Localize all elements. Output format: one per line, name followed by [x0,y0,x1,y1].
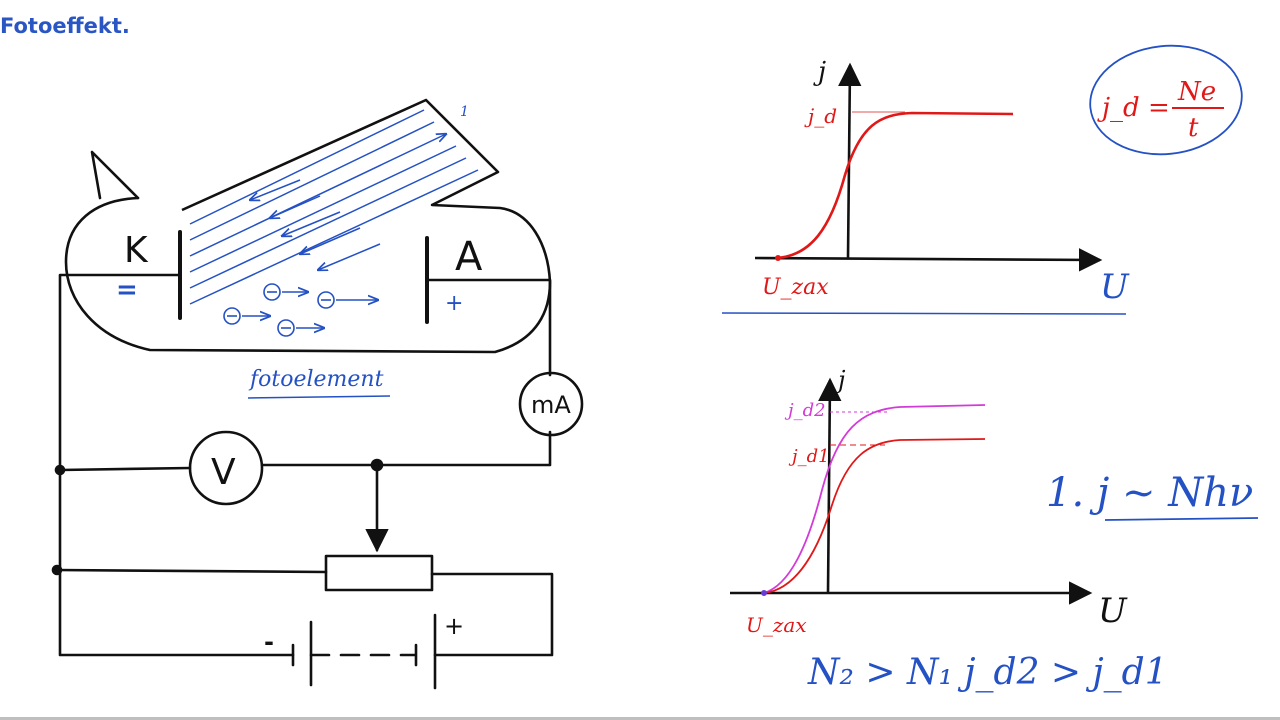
formula-denominator: t [1188,113,1199,143]
graph2-y-axis [818,377,842,594]
wire-ammeter-down [260,430,552,467]
saturation-current-2-label: j_d2 [784,400,826,421]
electron [317,291,378,309]
graph1-x-label: U [1100,267,1130,307]
vacuum-tube [64,196,552,354]
wire-voltmeter-left [58,466,192,472]
formula-box: j_d = Ne t [1089,44,1243,156]
stop-voltage-label: U_zax [746,613,807,637]
page-title: Fotoeffekt. [0,14,130,38]
cathode-sign: = [116,275,138,305]
battery-plus: + [444,612,464,640]
voltmeter-label: V [211,452,236,493]
electron [223,307,270,325]
anode-sign: + [445,291,463,316]
graph2-y-label: j [833,366,846,394]
bottom-border [0,717,1280,720]
junction [370,458,384,472]
graph2-x-label: U [1098,591,1128,631]
proportionality-law: 1. j ~ Nhν [1046,470,1253,516]
saturation-current-1-label: j_d1 [788,446,830,467]
iv-curve [777,111,1014,260]
electron [277,319,324,337]
tube-window [90,150,140,200]
stop-voltage-point [775,255,781,261]
junction [54,464,66,476]
graph1-x-axis [754,248,1103,272]
light-number: 1 [460,104,469,120]
intensity-comparison: N₂ > N₁ j_d2 > j_d1 [807,652,1168,693]
anode-label: A [455,234,483,280]
battery-minus: - [264,628,274,656]
iv-curve-n1 [763,438,986,594]
graph1-y-label: j [813,57,826,87]
rheostat [324,554,434,592]
law-underline [1104,517,1259,521]
electrons [223,283,378,337]
light-beam [181,98,500,212]
saturation-current-label: j_d [804,104,837,128]
light-rays [189,109,479,305]
iv-curve-n2 [763,404,986,594]
ammeter [518,371,584,437]
wire-rheostat-right [430,572,554,657]
wire-rheostat-left [54,568,328,574]
cathode-label: K [124,230,149,271]
wire-tube-right [425,278,552,377]
stop-voltage-label: U_zax [762,275,829,300]
photocell-caption: fotoelement [248,367,384,392]
electron [263,283,308,301]
caption-underline [247,395,391,399]
graph1-underline [721,312,1127,315]
photocell-circuit [51,150,584,690]
stop-voltage-point [761,590,767,596]
ammeter-label: mA [531,391,571,419]
formula-left: j_d = [1097,93,1170,123]
formula-oval [1089,44,1243,156]
graph-1: j U j_d U_zax [721,57,1130,315]
formula-numerator: Ne [1177,77,1216,107]
voltmeter [188,430,264,506]
junction [51,564,63,576]
wire-left [58,273,295,657]
